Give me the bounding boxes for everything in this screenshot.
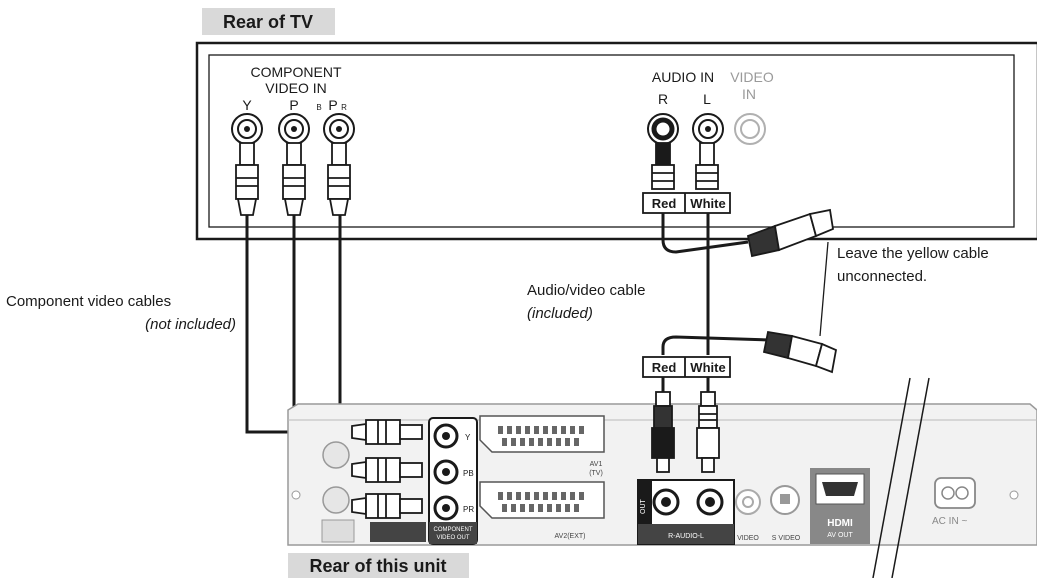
component-cables-label-1: Component video cables: [6, 293, 171, 310]
video-label: VIDEO: [737, 535, 759, 542]
av2-label: AV2(EXT): [555, 533, 586, 540]
leave-yellow-label-1: Leave the yellow cable: [837, 245, 989, 262]
tag-white-bottom: White: [690, 360, 725, 375]
tag-red-top: Red: [652, 196, 677, 211]
cut-line-2: [891, 377, 930, 578]
rear-of-unit-label: Rear of this unit: [309, 556, 446, 576]
video-in-label-1: VIDEO: [730, 69, 774, 85]
tv-audio-jacks: [647, 113, 766, 145]
audio-l-label: L: [703, 91, 711, 107]
r-audio-l-label: R-AUDIO-L: [668, 533, 704, 540]
tv-jack-pr-sub: R: [341, 103, 347, 112]
component-video-out-label-1: COMPONENT: [434, 527, 473, 533]
tv-audio-plugs: [651, 142, 719, 190]
component-video-in-label-2: VIDEO IN: [265, 80, 326, 96]
audio-video-cable: [661, 213, 771, 355]
unit-ac-in: [934, 477, 976, 509]
av-cable-label-1: Audio/video cable: [527, 282, 645, 299]
tv-jack-pb-label: P: [289, 97, 298, 113]
tag-white-top: White: [690, 196, 725, 211]
unit-label-plate-left: [370, 522, 426, 542]
component-video-out-label-2: VIDEO OUT: [436, 535, 469, 541]
component-cables-label-2: (not included): [145, 316, 236, 333]
audio-in-label: AUDIO IN: [652, 69, 714, 85]
unit-audio-plugs: [651, 391, 720, 473]
leave-yellow-label-2: unconnected.: [837, 268, 927, 285]
comp-out-pb-label: PB: [463, 469, 474, 478]
unit-component-plugs: [351, 419, 423, 519]
tv-jack-pr-label: P: [328, 97, 337, 113]
tv-component-plugs: [235, 142, 351, 216]
unit-hdmi: [810, 468, 870, 544]
yellow-bracket: [819, 241, 829, 337]
rear-of-unit-label-bg: [288, 553, 469, 578]
out-label: OUT: [640, 499, 647, 515]
av1-label: AV1: [590, 461, 603, 468]
unit-component-out: [428, 417, 478, 545]
unit-av-out: [637, 479, 800, 545]
comp-out-pr-label: PR: [463, 505, 474, 514]
rear-of-tv-label: Rear of TV: [223, 12, 313, 32]
av-out-label: AV OUT: [827, 532, 853, 539]
yellow-plug-bottom: [762, 330, 838, 374]
cut-line-1: [872, 377, 911, 578]
rear-of-tv-label-bg: [202, 8, 335, 35]
ac-in-label: AC IN ~: [932, 516, 967, 527]
tv-component-jacks: [231, 113, 355, 145]
tv-jack-y-label: Y: [242, 97, 252, 113]
tag-red-bottom: Red: [652, 360, 677, 375]
audio-r-label: R: [658, 91, 668, 107]
scart-av2: [479, 481, 605, 519]
video-in-label-2: IN: [742, 86, 756, 102]
s-video-label: S VIDEO: [772, 535, 801, 542]
tv-jack-pb-sub: B: [316, 103, 321, 112]
comp-out-y-label: Y: [465, 433, 471, 442]
tv-cable-tag: [642, 192, 731, 214]
component-video-in-label-1: COMPONENT: [251, 64, 342, 80]
av-cable-label-2: (included): [527, 305, 593, 322]
av1-sub-label: (TV): [589, 470, 603, 477]
scart-av1: [479, 415, 605, 453]
unit-cable-tag: [642, 356, 731, 378]
yellow-plug-top: [746, 208, 834, 258]
hdmi-label: HDMI: [827, 518, 853, 529]
